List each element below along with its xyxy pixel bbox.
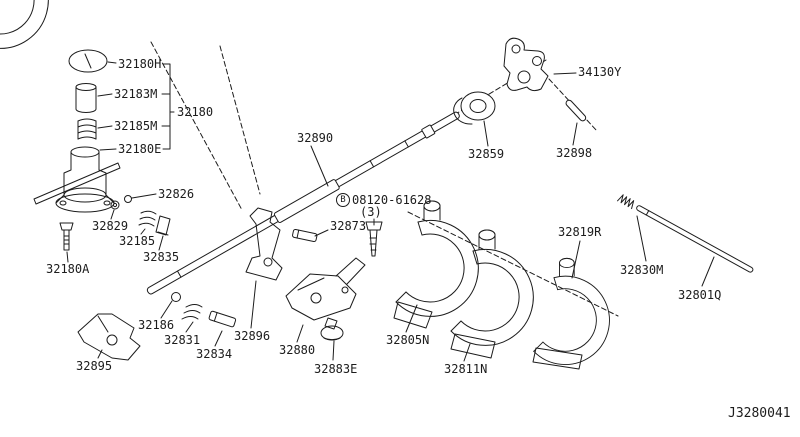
part-label-32805N: 32805N	[386, 333, 430, 347]
part-32811N-drawing	[450, 229, 534, 359]
part-label-32873: 32873	[330, 219, 367, 233]
part-34130Y-drawing	[503, 37, 549, 92]
part-32830M-drawing	[617, 194, 635, 210]
part-08120-61628-drawing	[365, 221, 383, 257]
part-32898-drawing	[565, 99, 587, 122]
part-label-32801Q: 32801Q	[678, 288, 722, 302]
part-label-32834: 32834	[196, 347, 233, 361]
part-32883E-drawing	[320, 317, 344, 341]
part-label-32183M: 32183M	[114, 87, 158, 101]
part-label-32829: 32829	[92, 219, 129, 233]
part-label-32859: 32859	[468, 147, 505, 161]
part-32835-drawing	[155, 215, 171, 236]
part-label-32826: 32826	[158, 187, 195, 201]
part-32186-drawing	[171, 292, 181, 302]
part-32873-drawing	[292, 228, 318, 243]
part-32185M-drawing	[77, 118, 97, 140]
part-32890-drawing	[146, 111, 460, 295]
drawing-number: J3280041	[728, 406, 791, 421]
part-label-32896: 32896	[234, 329, 271, 343]
part-label-32831: 32831	[164, 333, 201, 347]
part-32859-drawing	[453, 91, 496, 125]
part-label-32811N: 32811N	[444, 362, 488, 376]
part-label-32186: 32186	[138, 318, 175, 332]
bolt-quantity: (3)	[360, 205, 382, 219]
part-label-32898: 32898	[556, 146, 593, 160]
part-label-32180H: 32180H	[118, 57, 162, 71]
part-32819R-drawing	[532, 257, 610, 370]
part-32185-drawing	[138, 210, 157, 227]
circled-b-icon: B	[336, 193, 350, 207]
part-32805N-drawing	[393, 200, 479, 329]
part-32829-drawing	[110, 200, 120, 210]
part-label-32185M: 32185M	[114, 119, 158, 133]
dashed-axis-lines	[150, 41, 619, 317]
part-32880-drawing	[285, 257, 366, 321]
part-label-34130Y: 34130Y	[578, 65, 622, 79]
part-32180E-drawing	[33, 146, 121, 213]
part-label-32180: 32180	[177, 105, 214, 119]
part-32801Q-drawing	[617, 194, 754, 273]
part-label-32185: 32185	[119, 234, 156, 248]
part-label-32180A: 32180A	[46, 262, 90, 276]
leader-lines	[66, 61, 715, 362]
part-label-32890: 32890	[297, 131, 334, 145]
part-label-32835: 32835	[143, 250, 180, 264]
part-label-32830M: 32830M	[620, 263, 664, 277]
part-label-32895: 32895	[76, 359, 113, 373]
part-32831-drawing	[181, 304, 203, 320]
part-32180A-drawing	[59, 222, 74, 251]
part-32895-drawing	[77, 313, 141, 361]
part-32826-drawing	[124, 195, 132, 203]
part-label-32819R: 32819R	[558, 225, 602, 239]
part-32896-drawing	[245, 207, 283, 281]
part-32834-drawing	[208, 310, 237, 328]
bolt-part-number: 08120-61628	[352, 192, 432, 207]
part-32180H-drawing	[68, 49, 108, 73]
part-label-32883E: 32883E	[314, 362, 358, 376]
part-32183M-drawing	[75, 83, 97, 113]
part-label-32180E: 32180E	[118, 142, 162, 156]
part-label-32880: 32880	[279, 343, 316, 357]
